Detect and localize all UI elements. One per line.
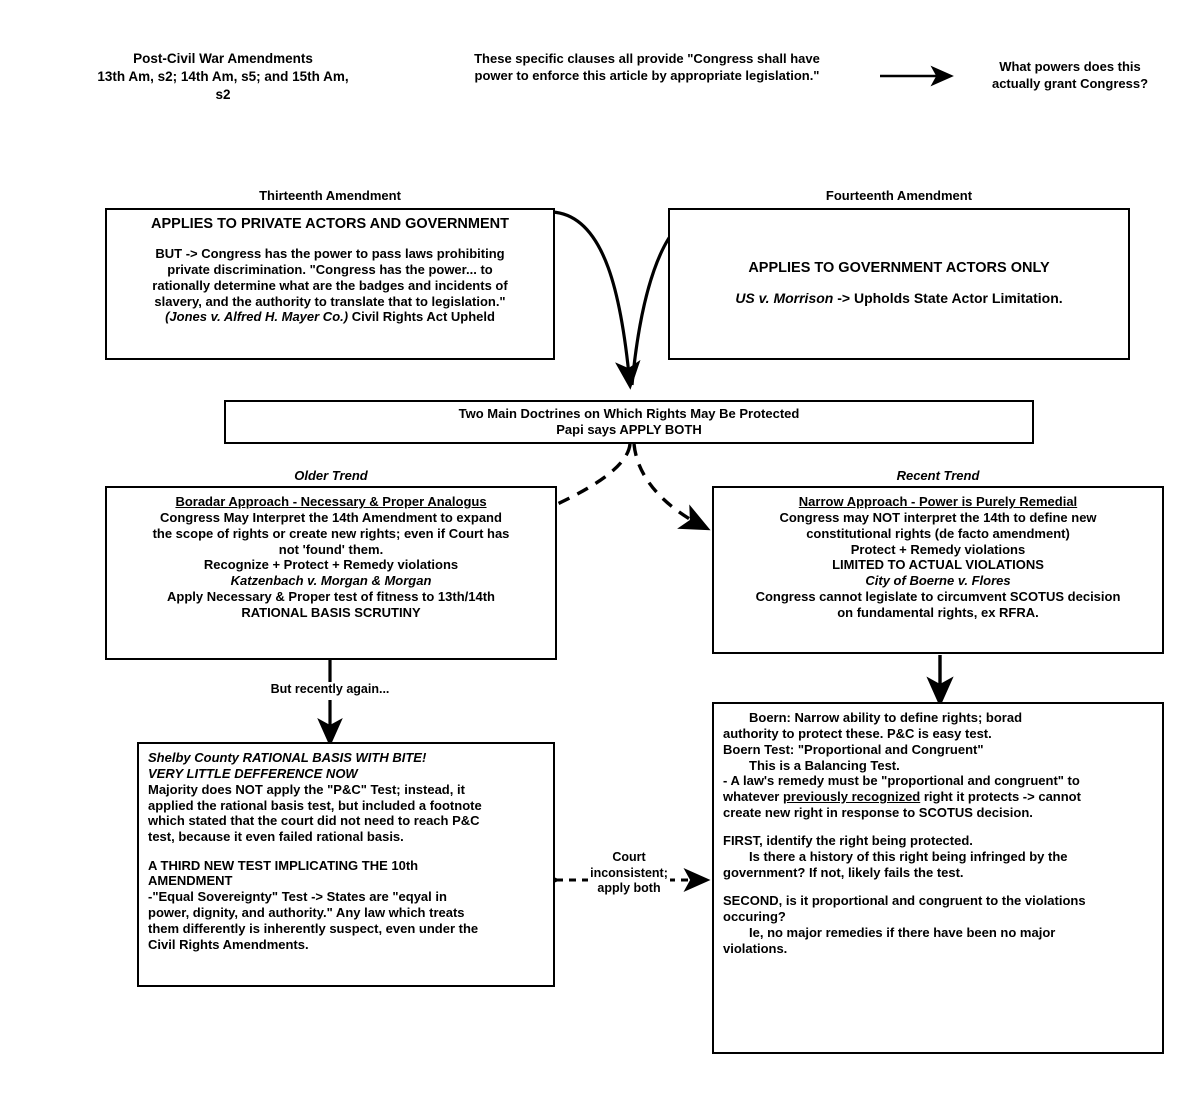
boerne-line5: - A law's remedy must be "proportional a…	[723, 773, 1080, 789]
shelby-para1-line2: applied the rational basis test, but inc…	[148, 797, 482, 813]
court-label-line1: Court	[612, 850, 646, 864]
page-title-line2: 13th Am, s2; 14th Am, s5; and 15th Am,	[97, 68, 349, 84]
older-trend-line2: the scope of rights or create new rights…	[152, 525, 510, 541]
shelby-para2-line5: them differently is inherently suspect, …	[148, 920, 479, 936]
boerne-line4: This is a Balancing Test.	[723, 758, 1153, 774]
thirteenth-case-name: (Jones v. Alfred H. Mayer Co.)	[165, 309, 349, 325]
thirteenth-body-line2: private discrimination. "Congress has th…	[167, 261, 493, 277]
boerne-second-line3-text: Ie, no major remedies if there have been…	[749, 925, 1056, 940]
older-trend-line6: RATIONAL BASIS SCRUTINY	[241, 605, 421, 621]
boerne-line4-text: This is a Balancing Test.	[749, 757, 900, 773]
recent-trend-heading: Narrow Approach - Power is Purely Remedi…	[798, 494, 1078, 509]
fourteenth-amendment-caption: Fourteenth Amendment	[825, 188, 973, 203]
court-label-line3: apply both	[597, 881, 661, 896]
shelby-heading-line2: VERY LITTLE DEFFERENCE NOW	[148, 765, 358, 781]
thirteenth-amendment-caption: Thirteenth Amendment	[259, 188, 401, 203]
boerne-first-line2: Is there a history of this right being i…	[723, 849, 1153, 865]
thirteenth-body-line4: slavery, and the authority to translate …	[154, 293, 506, 309]
shelby-para1-line1: Majority does NOT apply the "P&C" Test; …	[148, 781, 465, 797]
question-line1: What powers does this	[999, 59, 1141, 74]
boerne-line6-pre: whatever	[723, 789, 783, 805]
thirteenth-citation: (Jones v. Alfred H. Mayer Co.) Civil Rig…	[116, 309, 544, 325]
premise-line1: These specific clauses all provide "Cong…	[474, 51, 820, 66]
shelby-para2-line1: A THIRD NEW TEST IMPLICATING THE 10th	[148, 857, 419, 873]
shelby-para1-line3: which stated that the court did not need…	[148, 813, 480, 829]
spacer	[148, 845, 544, 857]
older-trend-box: Boradar Approach - Necessary & Proper An…	[105, 486, 557, 660]
recent-trend-box: Narrow Approach - Power is Purely Remedi…	[712, 486, 1164, 654]
question-text: What powers does this actually grant Con…	[955, 58, 1185, 92]
spacer	[723, 821, 1153, 833]
shelby-para1-line4: test, because it even failed rational ba…	[148, 829, 404, 845]
page-title-line1: Post-Civil War Amendments	[133, 51, 313, 66]
recent-trend-case: City of Boerne v. Flores	[865, 573, 1011, 589]
thirteenth-amendment-box: APPLIES TO PRIVATE ACTORS AND GOVERNMENT…	[105, 208, 555, 360]
spacer	[116, 234, 544, 246]
shelby-para2-line6: Civil Rights Amendments.	[148, 936, 309, 952]
boerne-first-line3: government? If not, likely fails the tes…	[723, 865, 964, 881]
older-trend-line4: Recognize + Protect + Remedy violations	[203, 557, 459, 573]
boerne-line7: create new right in response to SCOTUS d…	[723, 805, 1033, 821]
thirteenth-case-tail: Civil Rights Act Upheld	[348, 309, 495, 325]
boerne-second-line2: occuring?	[723, 909, 786, 925]
boerne-line3: Boern Test: "Proportional and Congruent"	[723, 741, 984, 757]
recent-trend-line4: LIMITED TO ACTUAL VIOLATIONS	[832, 557, 1044, 573]
two-main-doctrines-box: Two Main Doctrines on Which Rights May B…	[224, 400, 1034, 444]
fourteenth-amendment-box: APPLIES TO GOVERNMENT ACTORS ONLY US v. …	[668, 208, 1130, 360]
premise-line2: power to enforce this article by appropr…	[474, 68, 820, 84]
court-label-line2: inconsistent;	[590, 865, 668, 880]
older-trend-line3: not 'found' them.	[278, 541, 384, 557]
shelby-heading-line1: Shelby County RATIONAL BASIS WITH BITE!	[148, 750, 427, 765]
recent-trend-line5: Congress cannot legislate to circumvent …	[755, 589, 1121, 605]
shelby-para2-line2: AMENDMENT	[148, 873, 233, 889]
boerne-detail-box: Boern: Narrow ability to define rights; …	[712, 702, 1164, 1054]
recent-trend-line6: on fundamental rights, ex RFRA.	[837, 605, 1039, 621]
recent-trend-line2: constitutional rights (de facto amendmen…	[806, 525, 1070, 541]
boerne-first-line1: FIRST, identify the right being protecte…	[723, 833, 973, 849]
fourteenth-heading: APPLIES TO GOVERNMENT ACTORS ONLY	[748, 260, 1050, 277]
boerne-second-line4: violations.	[723, 940, 788, 956]
older-trend-line5: Apply Necessary & Proper test of fitness…	[167, 589, 495, 605]
boerne-line1-text: Boern: Narrow ability to define rights; …	[749, 710, 1023, 725]
boerne-second-line3: Ie, no major remedies if there have been…	[723, 925, 1153, 941]
page-title-line3: s2	[215, 86, 231, 102]
recent-trend-caption: Recent Trend	[896, 468, 980, 483]
recent-trend-line1: Congress may NOT interpret the 14th to d…	[779, 509, 1097, 525]
but-recently-again-label: But recently again...	[232, 682, 428, 696]
boerne-first-line2-text: Is there a history of this right being i…	[749, 849, 1068, 865]
boerne-line1: Boern: Narrow ability to define rights; …	[723, 710, 1153, 726]
question-line2: actually grant Congress?	[991, 76, 1149, 92]
boerne-line6-underlined: previously recognized	[782, 789, 921, 805]
boerne-line6: whatever previously recognized right it …	[723, 789, 1153, 805]
thirteenth-heading: APPLIES TO PRIVATE ACTORS AND GOVERNMENT	[151, 216, 509, 232]
thirteenth-body-line3: rationally determine what are the badges…	[152, 277, 508, 293]
fourteenth-case-tail: -> Upholds State Actor Limitation.	[833, 290, 1063, 307]
court-inconsistent-label: Court inconsistent; apply both	[588, 850, 670, 897]
older-trend-line1: Congress May Interpret the 14th Amendmen…	[160, 509, 502, 525]
boerne-line6-post: right it protects -> cannot	[920, 789, 1081, 805]
recent-trend-line3: Protect + Remedy violations	[850, 541, 1026, 557]
spacer	[679, 278, 1119, 290]
page-title: Post-Civil War Amendments 13th Am, s2; 1…	[58, 50, 388, 103]
older-trend-heading: Boradar Approach - Necessary & Proper An…	[175, 494, 487, 509]
spacer	[723, 881, 1153, 893]
older-trend-caption: Older Trend	[294, 468, 368, 483]
boerne-second-line1: SECOND, is it proportional and congruent…	[723, 893, 1086, 909]
fourteenth-case-line: US v. Morrison -> Upholds State Actor Li…	[679, 290, 1119, 307]
thirteenth-body-line1: BUT -> Congress has the power to pass la…	[155, 246, 505, 262]
fourteenth-case-name: US v. Morrison	[735, 290, 834, 307]
premise-text: These specific clauses all provide "Cong…	[437, 50, 857, 84]
doctrines-line1: Two Main Doctrines on Which Rights May B…	[458, 406, 800, 422]
boerne-line2: authority to protect these. P&C is easy …	[723, 725, 992, 741]
older-trend-case: Katzenbach v. Morgan & Morgan	[230, 573, 432, 589]
doctrines-line2: Papi says APPLY BOTH	[556, 422, 702, 437]
shelby-county-box: Shelby County RATIONAL BASIS WITH BITE! …	[137, 742, 555, 987]
shelby-para2-line3: -"Equal Sovereignty" Test -> States are …	[148, 889, 447, 905]
shelby-para2-line4: power, dignity, and authority." Any law …	[148, 905, 465, 921]
